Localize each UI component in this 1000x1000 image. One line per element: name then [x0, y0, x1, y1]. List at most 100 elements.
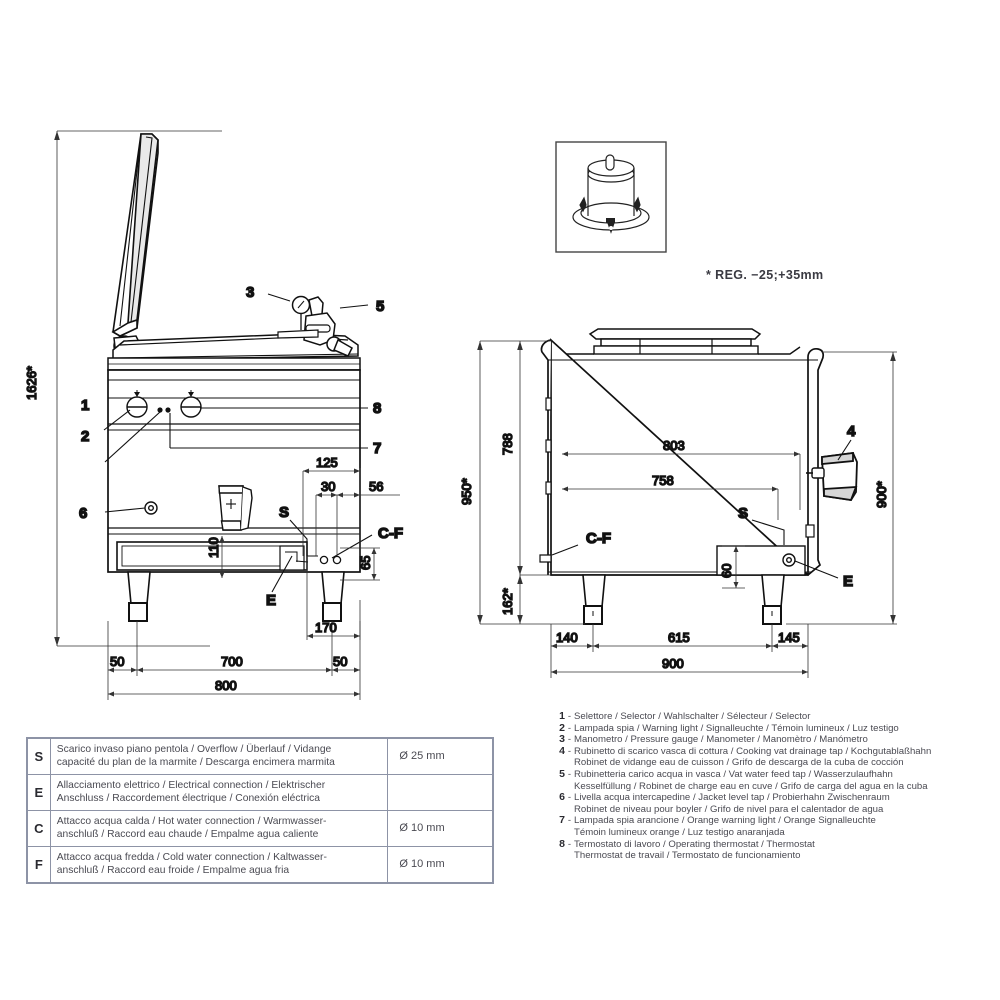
legend-number: 1	[559, 710, 565, 722]
port-c	[319, 555, 329, 565]
legend-text: Termostato di lavoro / Operating thermos…	[574, 839, 982, 862]
dim-125: 125	[316, 455, 338, 470]
list-item: 3 - Manometro / Pressure gauge / Manomet…	[552, 734, 982, 746]
label-e-side: E	[266, 592, 276, 609]
spec-desc-line: Scarico invaso piano pentola / Overflow …	[56, 744, 332, 755]
spec-description: Attacco acqua fredda / Cold water connec…	[49, 846, 389, 883]
dim-615: 615	[668, 630, 690, 645]
legend-line: Rubinetteria carico acqua in vasca / Vat…	[574, 768, 893, 780]
table-row: F Attacco acqua fredda / Cold water conn…	[27, 846, 493, 883]
list-item: 4 - Rubinetto di scarico vasca di cottur…	[552, 744, 982, 769]
list-item: 7 - Lampada spia arancione / Orange warn…	[552, 815, 982, 838]
spec-dimension	[387, 774, 493, 811]
adjustable-foot-detail-box	[555, 141, 667, 253]
warning-light-2	[157, 407, 163, 413]
drainage-tap	[806, 451, 858, 501]
front-elevation-view: 4 E C-F S	[458, 328, 897, 678]
dim-145: 145	[778, 630, 800, 645]
warning-light-7	[165, 407, 171, 413]
legend-text: Rubinetto di scarico vasca di cottura / …	[574, 746, 982, 769]
legend-number: 8	[559, 837, 565, 850]
list-item: 8 - Termostato di lavoro / Operating the…	[552, 837, 982, 862]
dim-30: 30	[321, 479, 335, 494]
spec-desc-line: Attacco acqua fredda / Cold water connec…	[56, 852, 327, 863]
dim-162: 162*	[500, 588, 515, 615]
base-plinth	[116, 541, 308, 571]
spec-table: S Scarico invaso piano pentola / Overflo…	[26, 737, 494, 884]
legend-text: Manometro / Pressure gauge / Manometer /…	[574, 734, 982, 746]
spec-description: Scarico invaso piano pentola / Overflow …	[49, 738, 389, 775]
dim-900: 900	[662, 656, 684, 671]
legend-number: 5	[559, 767, 565, 780]
legend-text: Rubinetteria carico acqua in vasca / Vat…	[574, 769, 982, 792]
legend-text: Livella acqua intercapedine / Jacket lev…	[574, 792, 982, 815]
legend-separator: -	[567, 734, 572, 746]
letter-leaders-side	[271, 519, 373, 593]
spec-code: F	[27, 846, 51, 883]
legend-line: Selettore / Selector / Wahlschalter / Sé…	[574, 711, 811, 722]
dim-788: 788	[500, 433, 515, 455]
dim-800: 800	[215, 678, 237, 693]
dim-758: 758	[652, 473, 674, 488]
spec-description: Allacciamento elettrico / Electrical con…	[49, 774, 389, 811]
port-f	[332, 555, 342, 565]
front-dimensions	[477, 340, 897, 678]
spec-dimension: Ø 10 mm	[387, 810, 493, 847]
side-dimensions	[107, 468, 400, 700]
callout-2: 2	[81, 428, 89, 445]
control-knob-selector	[126, 390, 148, 418]
pan-rim	[107, 333, 361, 371]
dim-50-left: 50	[110, 654, 124, 669]
legend-line: Kesselfüllung / Robinet de charge eau en…	[574, 780, 928, 792]
dim-170: 170	[315, 620, 337, 635]
spec-code: C	[27, 810, 51, 847]
spec-dimension: Ø 10 mm	[387, 846, 493, 883]
label-e-front: E	[843, 573, 853, 590]
lid	[111, 133, 159, 337]
dim-803: 803	[663, 438, 685, 453]
dim-65: 65	[358, 556, 373, 570]
label-s-front: S	[738, 505, 748, 522]
legend-line: Lampada spia arancione / Orange warning …	[574, 815, 876, 827]
spec-code: S	[27, 738, 51, 775]
legend-number: 6	[559, 791, 565, 804]
list-item: 5 - Rubinetteria carico acqua in vasca /…	[552, 767, 982, 792]
legend-line: Robinet de vidange eau de cuisson / Grif…	[574, 757, 904, 769]
legs	[127, 571, 345, 622]
legend-number: 4	[559, 744, 565, 757]
water-feed-tap	[277, 296, 353, 357]
dim-60: 60	[719, 564, 734, 578]
dim-56: 56	[369, 479, 383, 494]
list-item: 1 - Selettore / Selector / Wahlschalter …	[552, 710, 982, 723]
spec-desc-line: Allacciamento elettrico / Electrical con…	[56, 780, 326, 791]
dim-950: 950*	[459, 478, 474, 505]
dim-total-height	[54, 130, 222, 647]
legend-separator: -	[567, 745, 572, 757]
label-s-side: S	[279, 504, 289, 521]
dim-700: 700	[221, 654, 243, 669]
dim-900-right: 900*	[874, 481, 889, 508]
legend-separator: -	[567, 768, 572, 780]
legend-separator: -	[567, 838, 572, 850]
spec-desc-line: capacité du plan de la marmite / Descarg…	[56, 757, 335, 768]
dim-50-right: 50	[333, 654, 347, 669]
table-row: S Scarico invaso piano pentola / Overflo…	[27, 738, 493, 775]
legend-separator: -	[567, 722, 572, 734]
side-elevation-view: 1 2 3 5 6 7 8 S E C-F	[23, 130, 404, 700]
legend-line: Manometro / Pressure gauge / Manometer /…	[574, 734, 868, 746]
legend-text: Selettore / Selector / Wahlschalter / Sé…	[574, 711, 982, 723]
jacket-level-tap	[144, 501, 158, 515]
parts-legend: 1 - Selettore / Selector / Wahlschalter …	[552, 710, 982, 862]
callout-5: 5	[376, 298, 384, 315]
label-cf-front: C-F	[586, 530, 611, 547]
legend-line: Rubinetto di scarico vasca di cottura / …	[574, 745, 932, 757]
control-knob-thermostat	[180, 390, 202, 418]
legend-line: Témoin lumineux orange / Luz testigo ana…	[574, 826, 785, 838]
callout-1: 1	[81, 397, 89, 414]
label-cf-side: C-F	[378, 525, 403, 542]
legend-text: Lampada spia / Warning light / Signalleu…	[574, 723, 982, 735]
spec-desc-line: anschluß / Raccord eau chaude / Empalme …	[56, 829, 319, 840]
front-lid	[553, 328, 801, 355]
legend-line: Livella acqua intercapedine / Jacket lev…	[574, 792, 890, 804]
